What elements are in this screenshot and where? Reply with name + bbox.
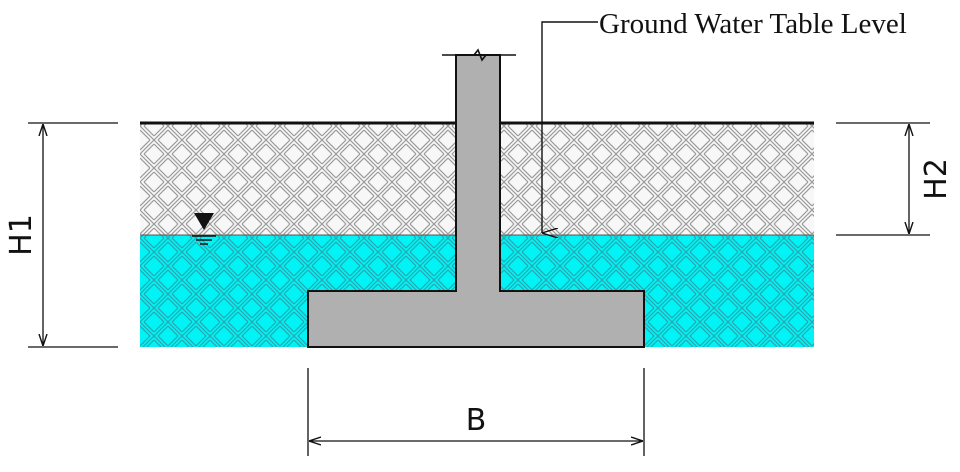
callout-leader (541, 21, 598, 233)
h1-dimension (28, 122, 118, 348)
water-level-triangle-icon (192, 213, 216, 245)
h1-label: H1 (4, 214, 39, 256)
callout-label: Ground Water Table Level (599, 8, 907, 40)
h2-dimension (836, 122, 930, 236)
b-label: B (466, 403, 487, 438)
h2-label: H2 (919, 158, 954, 200)
break-line-icon (442, 48, 516, 62)
b-dimension (307, 368, 645, 456)
footing-and-column (307, 54, 645, 348)
